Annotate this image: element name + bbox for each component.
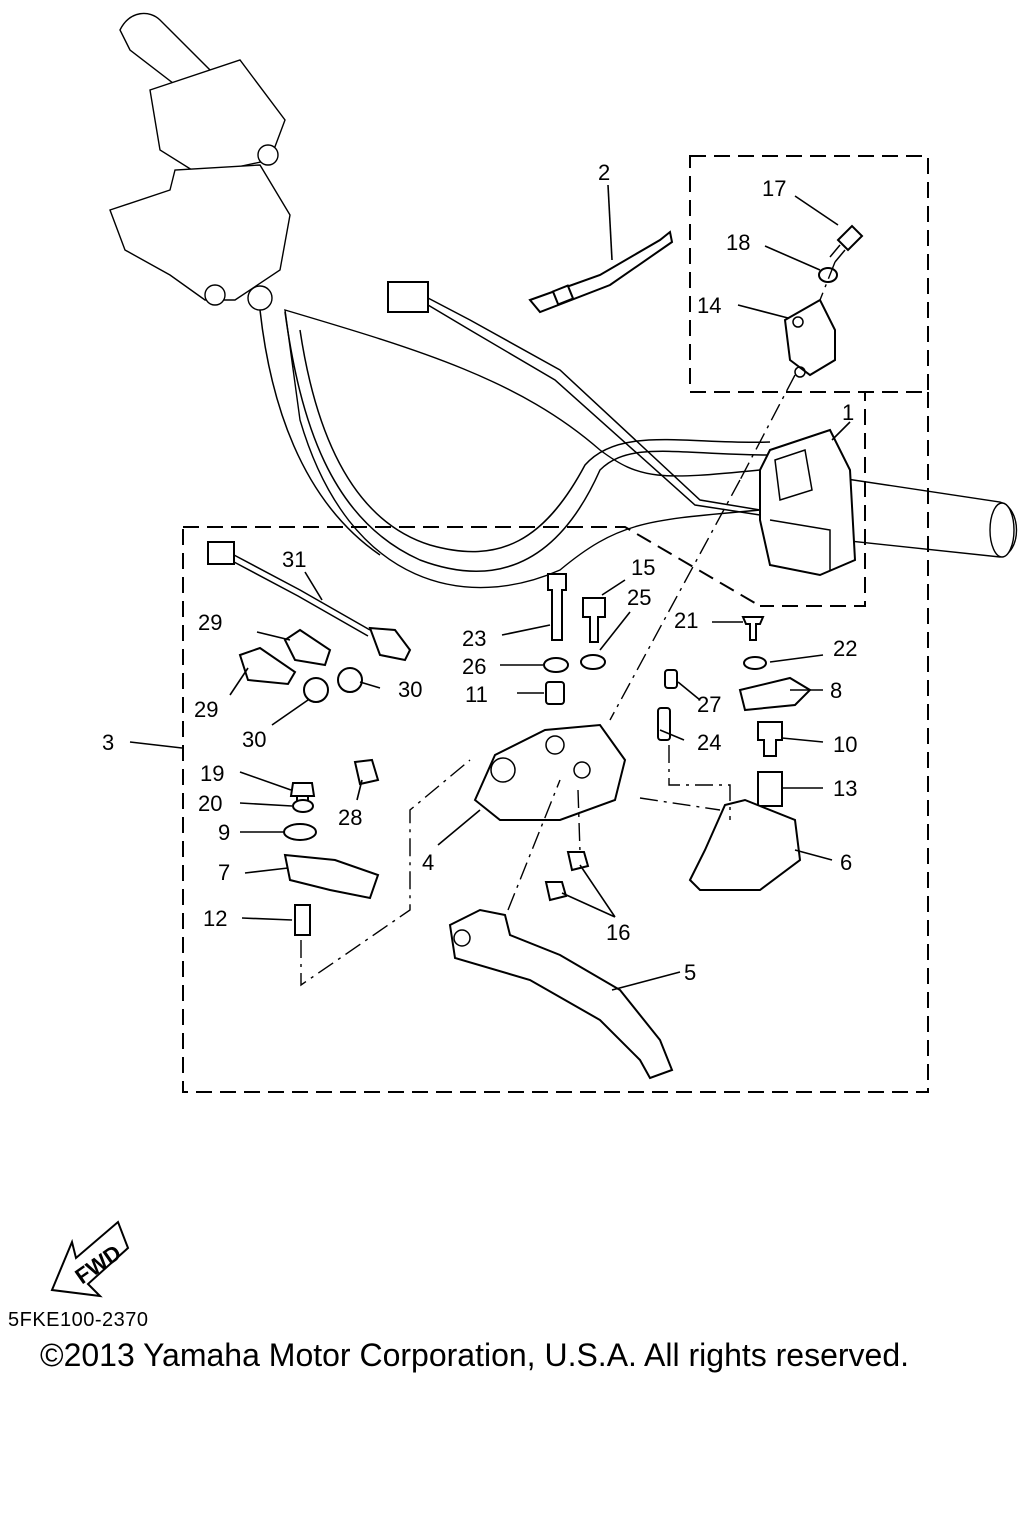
centerline-lever [507, 779, 581, 911]
centerline-left [300, 759, 471, 987]
callout-14: 14 [697, 293, 721, 318]
handlebar-switch [759, 428, 857, 577]
callout-21: 21 [674, 608, 698, 633]
pin-24 [657, 707, 671, 741]
bushing-10 [757, 721, 783, 757]
nut-16b [544, 881, 568, 902]
spring-13 [757, 771, 783, 807]
callout-1: 1 [842, 400, 854, 425]
adjuster-bolt-b [238, 646, 297, 686]
callout-13: 13 [833, 776, 857, 801]
locknut-b [303, 677, 329, 703]
callout-19: 19 [200, 761, 224, 786]
screw-21 [741, 616, 765, 641]
left-grip-phantom [109, 12, 291, 311]
callout-22: 22 [833, 636, 857, 661]
pin-27 [664, 669, 678, 689]
callout-28: 28 [338, 805, 362, 830]
leader-lines [129, 184, 851, 991]
bolt-23 [547, 573, 567, 641]
hot-start-bracket [688, 798, 802, 891]
clamp-washer [818, 267, 838, 283]
adjuster-bolt-a [283, 628, 332, 667]
collar-11 [545, 681, 565, 705]
clamp-bolt [829, 224, 864, 263]
clutch-lever [448, 908, 674, 1080]
centerline-switch [609, 479, 741, 721]
plate-8 [738, 676, 812, 712]
callout-20: 20 [198, 791, 222, 816]
callout-9: 9 [218, 820, 230, 845]
callout-10: 10 [833, 732, 857, 757]
cable-tie [528, 230, 674, 314]
callout-labels: 1 2 3 4 5 6 7 8 9 10 11 12 13 14 15 16 1… [102, 160, 857, 985]
callout-4: 4 [422, 850, 434, 875]
callout-23: 23 [462, 626, 486, 651]
callout-25: 25 [627, 585, 651, 610]
nut-16a [566, 851, 590, 872]
callout-30-upper: 30 [398, 677, 422, 702]
callout-30-lower: 30 [242, 727, 266, 752]
washer-20 [292, 799, 314, 813]
callout-26: 26 [462, 654, 486, 679]
clamp-centerline [739, 261, 836, 481]
bolt-15 [582, 597, 606, 643]
callout-6: 6 [840, 850, 852, 875]
washer-22 [743, 656, 767, 670]
callout-24: 24 [697, 730, 721, 755]
lever-holder [473, 723, 627, 821]
group-box-upper-clamp [689, 155, 929, 393]
callout-31: 31 [282, 547, 306, 572]
callout-3: 3 [102, 730, 114, 755]
group-box-switch [690, 391, 866, 607]
callout-17: 17 [762, 176, 786, 201]
callout-15: 15 [631, 555, 655, 580]
callout-27: 27 [697, 692, 721, 717]
spring-12 [294, 904, 311, 936]
copyright-notice: ©2013 Yamaha Motor Corporation, U.S.A. A… [40, 1337, 910, 1373]
clutch-switch-cable [207, 541, 412, 662]
callout-2: 2 [598, 160, 610, 185]
diagram-code: 5FKE100-2370 [8, 1309, 149, 1331]
callout-16: 16 [606, 920, 630, 945]
callout-8: 8 [830, 678, 842, 703]
fwd-arrow-icon: FWD [50, 1220, 130, 1298]
pin-28 [353, 758, 380, 786]
callout-11: 11 [465, 682, 488, 707]
washer-26 [543, 657, 569, 673]
callout-18: 18 [726, 230, 750, 255]
washer-25 [580, 654, 606, 670]
plate-7 [283, 853, 380, 900]
centerline-right [639, 745, 731, 820]
clamp-upper [783, 298, 836, 378]
callout-29-lower: 29 [194, 697, 218, 722]
group-box-lever-assembly [182, 392, 929, 1093]
washer-9 [283, 823, 317, 841]
handlebar-outline [259, 309, 771, 589]
callout-7: 7 [218, 860, 230, 885]
callout-5: 5 [684, 960, 696, 985]
switch-harness [387, 281, 761, 516]
locknut-a [337, 667, 363, 693]
callout-29-upper: 29 [198, 610, 222, 635]
callout-12: 12 [203, 906, 227, 931]
